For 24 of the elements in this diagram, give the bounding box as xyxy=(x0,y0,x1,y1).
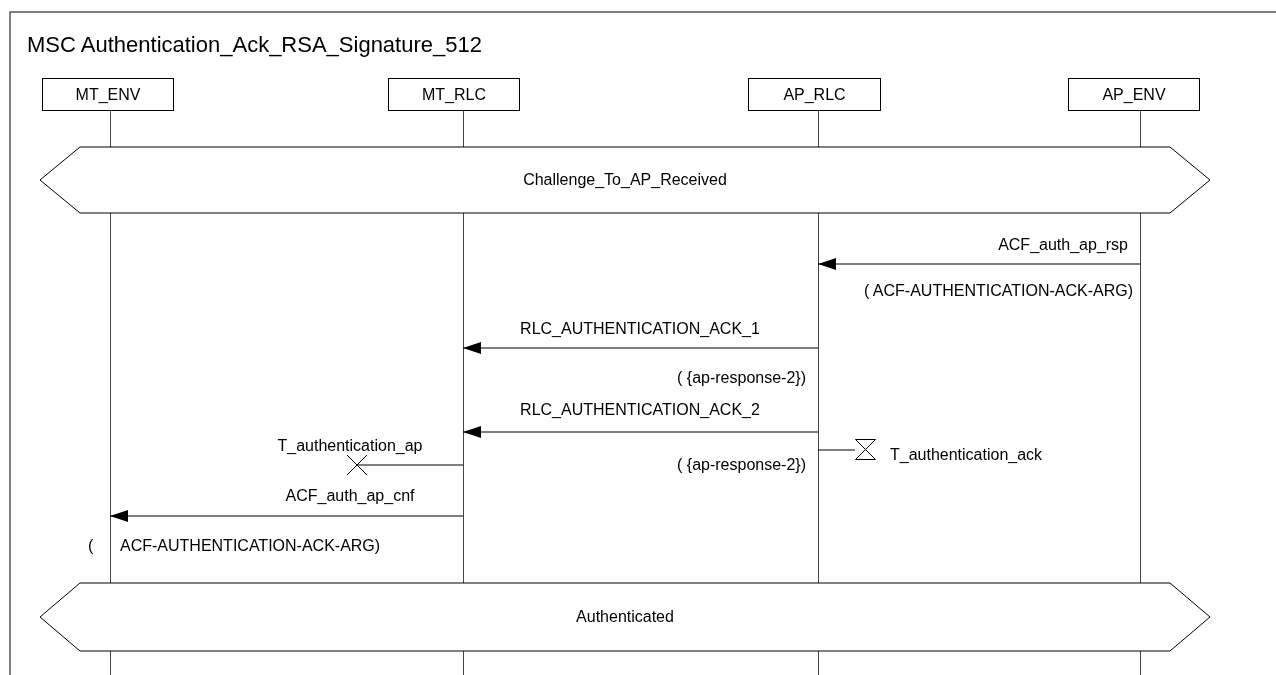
message-label: RLC_AUTHENTICATION_ACK_1 xyxy=(519,320,761,338)
connector-line xyxy=(817,449,856,451)
message-arrow xyxy=(109,510,464,522)
instance-box: MT_ENV xyxy=(42,78,174,111)
message-arrow xyxy=(817,258,1141,270)
message-arrow xyxy=(462,426,819,438)
instance-box: MT_RLC xyxy=(388,78,520,111)
message-label: ACF_auth_ap_rsp xyxy=(998,236,1128,254)
instance-box: AP_RLC xyxy=(748,78,881,111)
parameter-text: ACF-AUTHENTICATION-ACK-ARG) xyxy=(120,537,381,555)
condition-band: Challenge_To_AP_Received xyxy=(40,147,1210,213)
timer-label: T_authentication_ack xyxy=(890,446,1043,464)
parameter-text: ( xyxy=(88,537,94,555)
parameter-text: ( {ap-response-2}) xyxy=(677,369,806,387)
message-label: ACF_auth_ap_cnf xyxy=(284,487,416,505)
timer-line xyxy=(346,454,464,476)
condition-band: Authenticated xyxy=(40,583,1210,651)
message-label: RLC_AUTHENTICATION_ACK_2 xyxy=(519,401,761,419)
diagram-title: MSC Authentication_Ack_RSA_Signature_512 xyxy=(27,32,482,58)
message-arrow xyxy=(462,342,819,354)
timer: T_authentication_ap xyxy=(250,437,450,477)
parameter-text: ( {ap-response-2}) xyxy=(677,456,806,474)
parameter-text: ( ACF-AUTHENTICATION-ACK-ARG) xyxy=(863,282,1133,300)
instance-box: AP_ENV xyxy=(1068,78,1200,111)
